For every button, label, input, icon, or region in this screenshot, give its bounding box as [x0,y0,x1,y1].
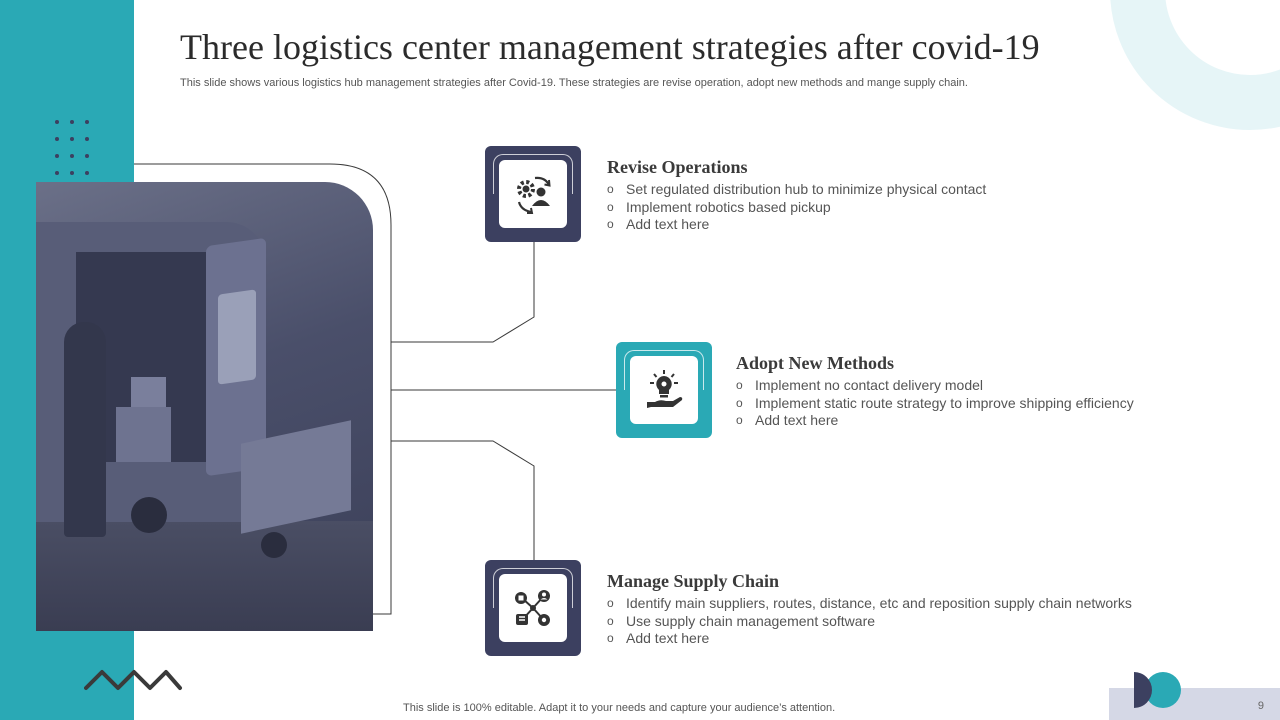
strategy-point: Implement no contact delivery model [736,377,1134,395]
strategy-point: Implement robotics based pickup [607,199,986,217]
strategy-point: Use supply chain management software [607,613,1132,631]
decorative-dot [55,137,59,141]
decorative-zigzag [84,670,182,690]
adopt-new-methods-icon-box [616,342,712,438]
supply-network-icon [515,590,550,626]
strategy-adopt-new-methods: Adopt New Methods Implement no contact d… [736,353,1134,430]
strategy-point: Set regulated distribution hub to minimi… [607,181,986,199]
decorative-dot [55,154,59,158]
strategy-title: Manage Supply Chain [607,571,780,591]
strategy-title: Adopt New Methods [736,353,895,373]
manage-supply-chain-icon-box [485,560,581,656]
strategy-point: Add text here [607,216,986,234]
decorative-dot [70,120,74,124]
connector-manage-supply-chain [391,440,535,560]
delivery-van-photo [36,182,373,631]
strategy-revise-operations: Revise Operations Set regulated distribu… [607,157,986,234]
revise-operations-icon-box [485,146,581,242]
connector-revise-operations [391,242,535,343]
gear-person-cycle-icon [517,176,551,214]
decorative-dot [85,154,89,158]
decorative-navy-half-circle [1134,672,1152,708]
photo-frame-outline [134,163,392,615]
decorative-dot [85,171,89,175]
strategy-point: Add text here [736,412,1134,430]
decorative-dot [70,154,74,158]
strategy-point: Add text here [607,630,1132,648]
decorative-dot [70,171,74,175]
strategy-points: Identify main suppliers, routes, distanc… [607,595,1132,648]
strategy-manage-supply-chain: Manage Supply Chain Identify main suppli… [607,571,1132,648]
decorative-dot [85,137,89,141]
page-number: 9 [1257,700,1264,712]
slide-title: Three logistics center management strate… [180,27,1040,67]
decorative-dot [55,120,59,124]
strategy-points: Set regulated distribution hub to minimi… [607,181,986,234]
strategy-title: Revise Operations [607,157,748,177]
strategy-points: Implement no contact delivery model Impl… [736,377,1134,430]
decorative-dot [85,120,89,124]
strategy-point: Implement static route strategy to impro… [736,395,1134,413]
strategy-point: Identify main suppliers, routes, distanc… [607,595,1132,613]
decorative-dot [55,171,59,175]
footer-note: This slide is 100% editable. Adapt it to… [403,702,836,714]
lightbulb-hand-icon [647,370,683,408]
slide-subtitle: This slide shows various logistics hub m… [180,77,968,89]
decorative-dot [70,137,74,141]
